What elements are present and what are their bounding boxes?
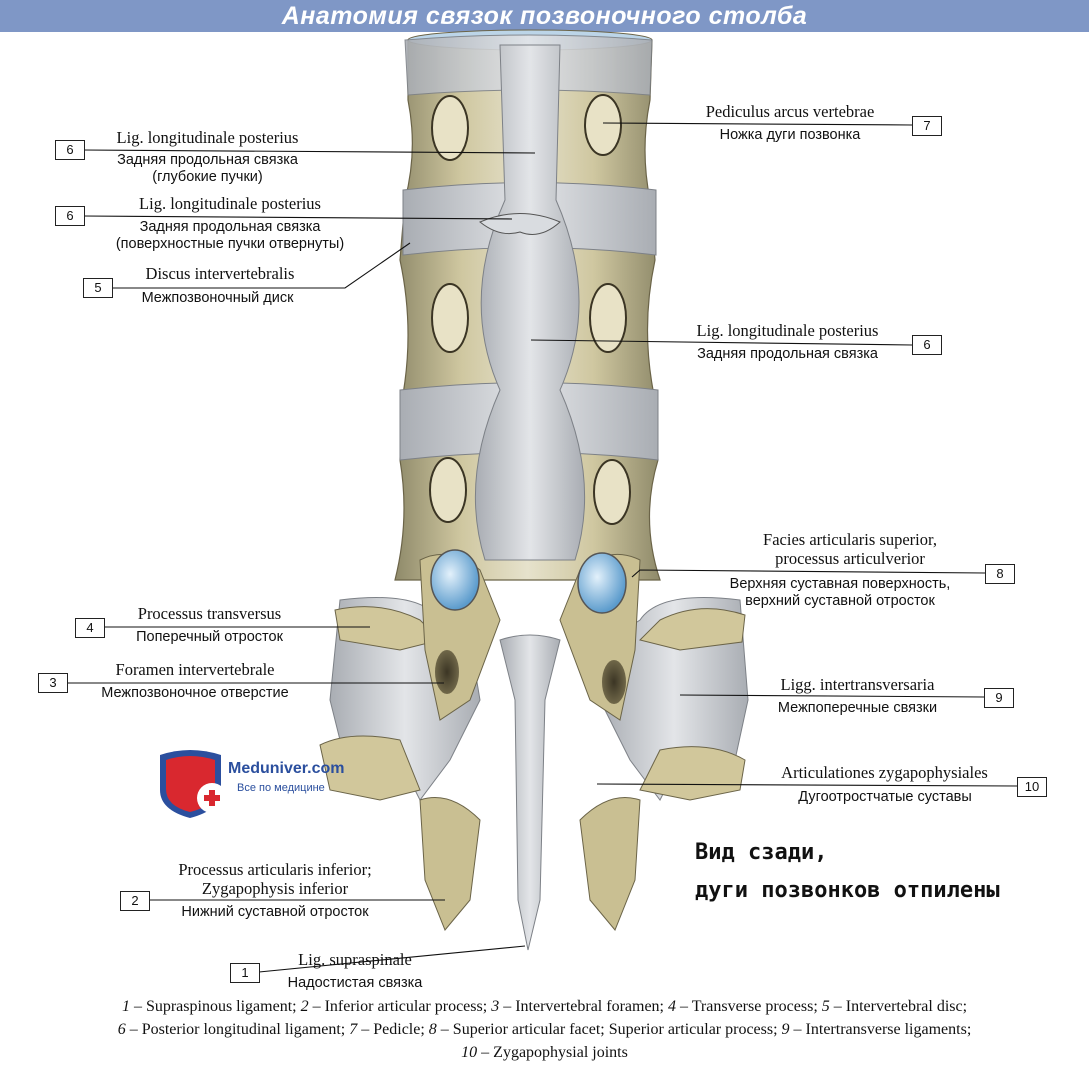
legend-number: 1	[121, 998, 130, 1015]
pedicle-sections	[429, 94, 631, 525]
legend-number: 3	[491, 998, 500, 1015]
leader-line-1	[258, 945, 526, 973]
label-6c-latin: Lig. longitudinale posterius	[696, 321, 879, 340]
title-bar	[0, 0, 1089, 32]
legend-entry-text: – Pedicle;	[357, 1021, 429, 1038]
callout-number-4: 4	[75, 618, 105, 638]
legend-number: 2	[300, 998, 309, 1015]
legend-entry-text: – Inferior articular process;	[308, 998, 492, 1015]
label-2-latin-1: Processus articularis inferior;	[178, 860, 372, 879]
callout-number-1: 1	[230, 963, 260, 983]
leader-line-6a	[82, 149, 536, 154]
label-4-latin: Processus transversus	[137, 604, 282, 623]
leader-line-9	[679, 694, 985, 698]
callout-number-6c: 6	[912, 335, 942, 355]
legend-number: 4	[668, 998, 676, 1015]
superior-articular-facets	[430, 549, 627, 614]
page-title: Анатомия связок позвоночного столба	[281, 2, 808, 30]
legend-entry-text: – Intervertebral foramen;	[499, 998, 668, 1015]
label-2-russian: Нижний суставной отросток	[181, 904, 369, 920]
label-5-russian: Межпозвоночный диск	[141, 290, 294, 306]
legend-line-3: 10 – Zygapophysial joints	[0, 1044, 1089, 1062]
legend-entry-text: – Intertransverse ligaments;	[789, 1021, 972, 1038]
leader-line-10	[596, 783, 1018, 787]
legend-number: 5	[821, 998, 830, 1015]
legend-line-2: 6 – Posterior longitudinal ligament; 7 –…	[0, 1021, 1089, 1039]
callout-number-7: 7	[912, 116, 942, 136]
legend-entry-text: – Superior articular facet; Superior art…	[436, 1021, 782, 1038]
label-4-russian: Поперечный отросток	[136, 629, 283, 645]
label-6a-russian-2: (глубокие пучки)	[152, 169, 263, 185]
legend-number: 7	[349, 1021, 358, 1038]
label-1-latin: Lig. supraspinale	[298, 950, 412, 969]
legend-line-1: 1 – Supraspinous ligament; 2 – Inferior …	[0, 998, 1089, 1016]
leader-line-6c	[530, 339, 913, 346]
label-6b-latin: Lig. longitudinale posterius	[139, 194, 321, 213]
leader-lines	[67, 122, 1018, 973]
legend-number: 9	[781, 1021, 790, 1038]
supraspinous-ligament	[499, 634, 561, 951]
label-3-latin: Foramen intervertebrale	[115, 660, 275, 679]
view-caption-line-1: Вид сзади,	[695, 840, 828, 865]
callout-number-2: 2	[120, 891, 150, 911]
label-6b-russian-2: (поверхностные пучки отвернуты)	[115, 236, 345, 252]
legend-entry-text: – Zygapophysial joints	[477, 1044, 628, 1061]
posterior-longitudinal-ligament	[474, 44, 586, 561]
leader-line-6b	[82, 215, 513, 220]
legend-number: 6	[117, 1021, 126, 1038]
callout-number-5: 5	[83, 278, 113, 298]
label-9-russian: Межпоперечные связки	[777, 700, 938, 716]
label-6a-russian-1: Задняя продольная связка	[117, 152, 298, 168]
label-6a-latin: Lig. longitudinale posterius	[116, 128, 299, 147]
leader-line-7	[602, 122, 913, 126]
label-7-russian: Ножка дуги позвонка	[719, 127, 861, 143]
label-6b-russian-1: Задняя продольная связка	[139, 219, 321, 235]
leader-line-8	[631, 569, 986, 578]
view-caption-line-2: дуги позвонков отпилены	[695, 878, 1000, 903]
legend-entry-text: – Transverse process;	[676, 998, 822, 1015]
callout-number-8: 8	[985, 564, 1015, 584]
label-10-russian: Дугоотростчатые суставы	[798, 789, 972, 805]
label-8-latin-2: processus articulverior	[775, 549, 925, 568]
callout-number-10: 10	[1017, 777, 1047, 797]
legend-entry-text: – Supraspinous ligament;	[129, 998, 301, 1015]
legend-entry-text: – Posterior longitudinal ligament;	[125, 1021, 350, 1038]
callout-number-6b: 6	[55, 206, 85, 226]
label-3-russian: Межпозвоночное отверстие	[101, 685, 289, 701]
legend-entry-text: – Intervertebral disc;	[829, 998, 968, 1015]
label-9-latin: Ligg. intertransversaria	[780, 675, 935, 694]
callout-number-3: 3	[38, 673, 68, 693]
legend-number: 10	[461, 1044, 478, 1061]
label-8-latin-1: Facies articularis superior,	[763, 530, 937, 549]
label-7-latin: Pediculus arcus vertebrae	[705, 102, 875, 121]
label-8-russian-1: Верхняя суставная поверхность,	[729, 576, 951, 592]
callout-number-6a: 6	[55, 140, 85, 160]
label-6c-russian: Задняя продольная связка	[697, 346, 878, 362]
label-5-latin: Discus intervertebralis	[145, 264, 295, 283]
leader-line-5	[111, 242, 411, 289]
label-2-latin-2: Zygapophysis inferior	[201, 879, 349, 898]
label-10-latin: Articulationes zygapophysiales	[781, 763, 988, 782]
legend-number: 8	[428, 1021, 437, 1038]
callout-number-9: 9	[984, 688, 1014, 708]
label-8-russian-2: верхний суставной отросток	[745, 593, 935, 609]
meduniver-logo-shield-icon	[160, 750, 227, 818]
logo-name: Meduniver.com	[228, 760, 345, 777]
logo-tagline: Все по медицине	[237, 782, 325, 794]
label-1-russian: Надостистая связка	[287, 975, 423, 991]
